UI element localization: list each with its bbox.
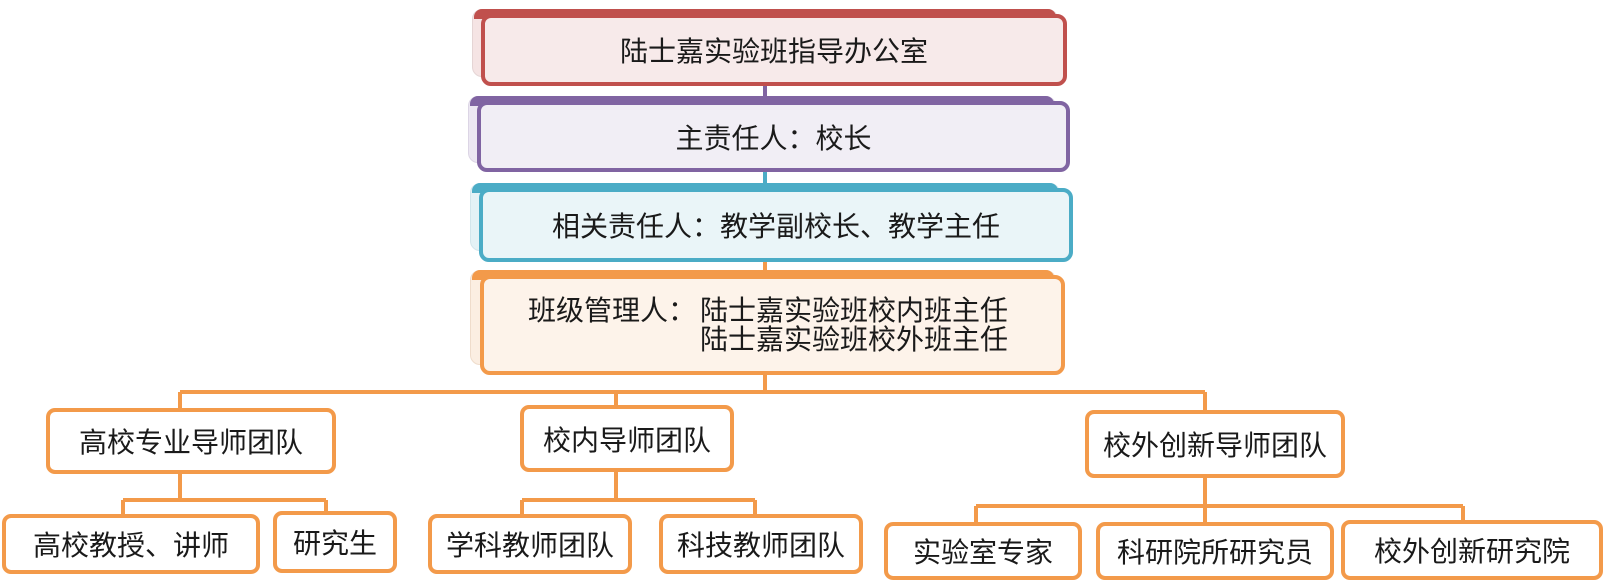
member-name-2-2: 科技教师团队 — [676, 529, 845, 562]
related-text: 相关责任人：教学副校长、教学主任 — [551, 210, 1000, 243]
member-box-1-1: 高校教授、讲师 — [2, 514, 260, 574]
manager-label: 班级管理人： — [528, 294, 697, 327]
team-box-2: 校内导师团队 — [520, 405, 734, 472]
manager-box: 班级管理人： 陆士嘉实验班校内班主任 陆士嘉实验班校外班主任 — [480, 275, 1065, 375]
member-name-3-2: 科研院所研究员 — [1116, 536, 1313, 569]
manager-line-2: 陆士嘉实验班校外班主任 — [700, 323, 1009, 356]
team-name-2: 校内导师团队 — [542, 423, 711, 457]
related-box: 相关责任人：教学副校长、教学主任 — [479, 188, 1073, 262]
team-name-3: 校外创新导师团队 — [1102, 429, 1327, 462]
member-name-1-1: 高校教授、讲师 — [32, 529, 229, 562]
leader-box: 主责任人：校长 — [477, 101, 1070, 172]
leader-text: 主责任人：校长 — [675, 121, 872, 155]
team-name-1: 高校专业导师团队 — [78, 426, 303, 459]
team-box-1: 高校专业导师团队 — [46, 408, 336, 474]
member-box-1-2: 研究生 — [273, 511, 397, 573]
member-box-3-2: 科研院所研究员 — [1096, 522, 1334, 580]
manager-row-2: 陆士嘉实验班校外班主任 — [528, 325, 1008, 354]
manager-row-1: 班级管理人： 陆士嘉实验班校内班主任 — [528, 296, 1008, 325]
member-name-1-2: 研究生 — [292, 527, 377, 560]
member-name-3-1: 实验室专家 — [912, 536, 1053, 569]
member-box-2-1: 学科教师团队 — [428, 514, 632, 574]
member-box-3-1: 实验室专家 — [884, 522, 1082, 580]
manager-label-spacer — [528, 325, 700, 354]
team-box-3: 校外创新导师团队 — [1085, 410, 1345, 478]
member-box-2-2: 科技教师团队 — [659, 514, 863, 574]
title-box: 陆士嘉实验班指导办公室 — [481, 14, 1067, 86]
manager-line-1: 陆士嘉实验班校内班主任 — [700, 294, 1009, 327]
member-name-2-1: 学科教师团队 — [445, 529, 614, 562]
member-box-3-3: 校外创新研究院 — [1341, 520, 1603, 580]
title-text: 陆士嘉实验班指导办公室 — [619, 35, 928, 68]
member-name-3-3: 校外创新研究院 — [1373, 535, 1570, 568]
